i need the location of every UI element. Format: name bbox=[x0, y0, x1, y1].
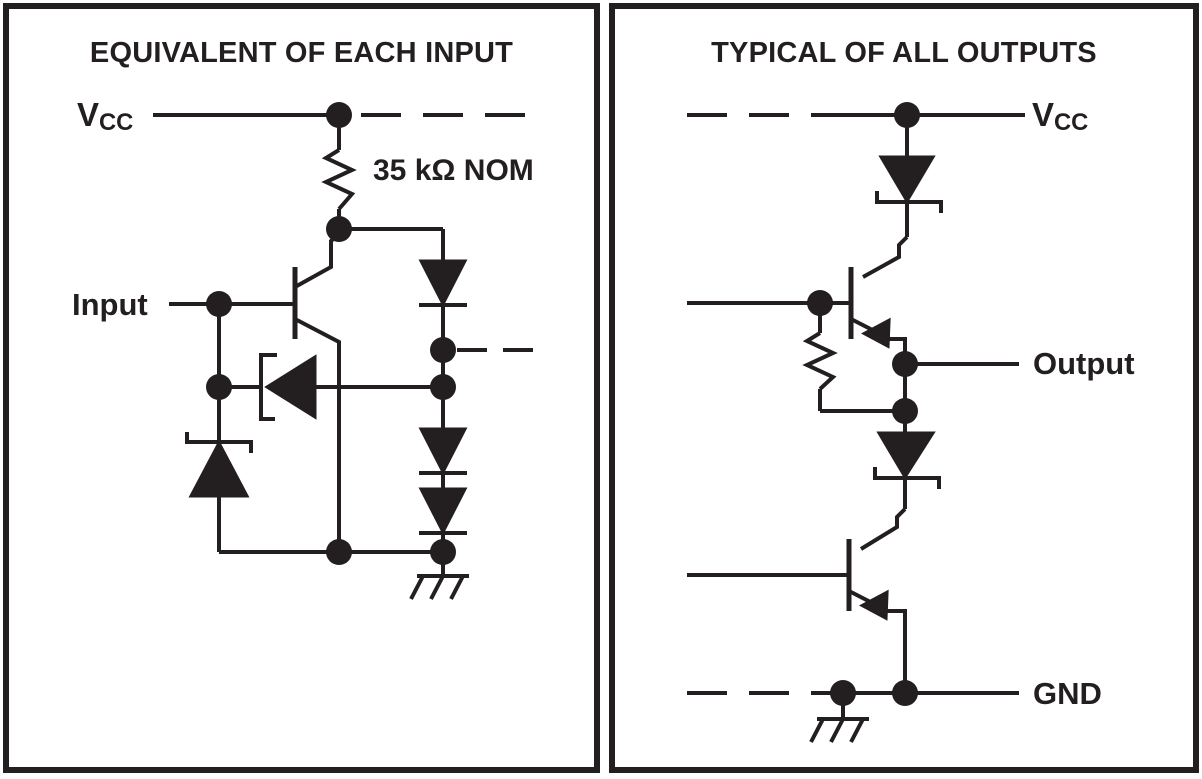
right-schematic-svg bbox=[687, 102, 1025, 743]
junction-dot-input-low bbox=[206, 374, 232, 400]
right-vcc-label: VCC bbox=[1032, 96, 1089, 137]
diode-d5 bbox=[418, 487, 468, 536]
schottky-diode-d6 bbox=[875, 155, 943, 213]
resistor-value-label: 35 kΩ NOM bbox=[373, 154, 534, 187]
junction-dots-right bbox=[807, 102, 920, 706]
q3-emitter-arrow bbox=[859, 589, 889, 621]
junction-dot-input bbox=[206, 291, 232, 317]
q2-collector-lead bbox=[862, 235, 909, 279]
r2-zigzag bbox=[802, 331, 838, 391]
junction-dot-stack-mid-upper bbox=[430, 337, 456, 363]
junction-dot-bottom-right bbox=[430, 539, 456, 565]
resistor-35k-zigzag bbox=[321, 148, 357, 211]
r-junction-dot-gnd-emitter bbox=[892, 680, 918, 706]
q3-collector-lead bbox=[859, 507, 907, 551]
panel-typical-of-all-outputs: TYPICAL OF ALL OUTPUTS bbox=[609, 3, 1199, 773]
diode-d3 bbox=[418, 259, 468, 308]
q2-emitter-arrow bbox=[861, 317, 891, 349]
r-junction-dot-output-lower bbox=[892, 398, 918, 424]
junction-dot-vcc bbox=[326, 102, 352, 128]
r-junction-dot-vcc bbox=[894, 102, 920, 128]
left-schematic-svg bbox=[153, 102, 533, 600]
junction-dot-bottom-mid bbox=[326, 539, 352, 565]
panel-left-title: EQUIVALENT OF EACH INPUT bbox=[89, 37, 514, 69]
r-ground-symbol bbox=[809, 717, 869, 743]
right-gnd-label: GND bbox=[1033, 676, 1102, 711]
r-junction-dot-output bbox=[892, 351, 918, 377]
junction-dot-resistor-bottom bbox=[326, 216, 352, 242]
r-junction-dot-q2-base bbox=[807, 290, 833, 316]
diode-d4 bbox=[418, 427, 468, 476]
q1-collector-lead bbox=[294, 317, 341, 389]
right-output-label: Output bbox=[1033, 346, 1135, 381]
left-input-label: Input bbox=[72, 287, 148, 322]
panel-right-title: TYPICAL OF ALL OUTPUTS bbox=[711, 37, 1097, 69]
r-junction-dot-gnd-ground bbox=[830, 680, 856, 706]
schottky-diode-d1 bbox=[185, 432, 253, 498]
schottky-diode-d2 bbox=[259, 353, 317, 421]
schottky-diode-d7 bbox=[873, 431, 941, 489]
ground-symbol bbox=[409, 574, 469, 600]
left-vcc-label: VCC bbox=[77, 96, 134, 137]
panel-equivalent-of-each-input: EQUIVALENT OF EACH INPUT bbox=[3, 3, 600, 773]
junction-dot-stack-mid-lower bbox=[430, 374, 456, 400]
junction-dots-left bbox=[206, 102, 456, 565]
q1-emitter-lead bbox=[294, 232, 341, 289]
